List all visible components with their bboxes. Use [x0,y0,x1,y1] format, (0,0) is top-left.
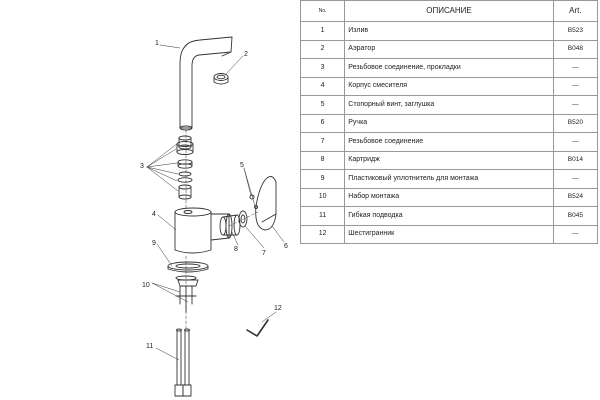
row-art: — [552,58,599,78]
row-description: Пластиковый уплотнитель для монтажа [344,169,554,189]
row-no: 7 [299,132,346,152]
table-row: 4 Корпус смесителя — [299,76,599,96]
table-row: 6 Ручка B520 [299,113,599,133]
plastic-seal-part [167,261,209,273]
row-art: — [552,76,599,96]
exploded-view-diagram: 1 2 3 4 5 6 7 8 9 10 11 12 [140,36,288,397]
callout-4: 4 [152,211,156,218]
row-no: 2 [299,39,346,59]
row-description: Излив [344,21,554,41]
handle-part [255,176,277,231]
row-description: Гибкая подводка [344,206,554,226]
row-description: Корпус смесителя [344,76,554,96]
callout-6: 6 [284,243,288,250]
table-row: 1 Излив B523 [299,21,599,41]
row-no: 1 [299,21,346,41]
header-no: No. [299,0,346,22]
row-art: B520 [552,113,599,133]
table-row: 11 Гибкая подводка B045 [299,206,599,226]
row-art: B045 [552,206,599,226]
mounting-kit-part [175,275,199,313]
leader-lines [146,44,285,361]
row-no: 4 [299,76,346,96]
row-art: B523 [552,21,599,41]
hex-key-part [246,319,269,337]
row-description: Аэратор [344,39,554,59]
table-row: 7 Резьбовое соединение — [299,132,599,152]
callout-3: 3 [140,163,144,170]
callout-1: 1 [155,40,159,47]
callout-7: 7 [262,250,266,257]
flexible-hoses-part [174,328,192,397]
row-no: 3 [299,58,346,78]
table-row: 5 Стопорный винт, заглушка — [299,95,599,115]
aerator-part [213,73,229,85]
row-no: 9 [299,169,346,189]
row-art: B524 [552,187,599,207]
row-art: B048 [552,39,599,59]
table-row: 9 Пластиковый уплотнитель для монтажа — [299,169,599,189]
callout-labels: 1 2 3 4 5 6 7 8 9 10 11 12 [140,40,288,350]
gasket-set-part [176,135,194,200]
table-row: 10 Набор монтажа B524 [299,187,599,207]
callout-11: 11 [146,343,153,350]
callout-5: 5 [240,162,244,169]
table-row: 3 Резьбовое соединение, прокладки — [299,58,599,78]
row-no: 10 [299,187,346,207]
row-no: 6 [299,113,346,133]
row-description: Картридж [344,150,554,170]
row-art: — [552,95,599,115]
header-art: Art. [552,0,599,22]
row-description: Резьбовое соединение [344,132,554,152]
callout-9: 9 [152,240,156,247]
table-header-row: No. ОПИСАНИЕ Art. [299,0,599,22]
table-row: 8 Картридж B014 [299,150,599,170]
handle-axis [228,211,259,227]
callout-10: 10 [142,282,150,289]
row-description: Набор монтажа [344,187,554,207]
row-description: Стопорный винт, заглушка [344,95,554,115]
row-description: Шестигранник [344,224,554,244]
cartridge-part [219,214,241,236]
row-art: B014 [552,150,599,170]
parts-table: No. ОПИСАНИЕ Art. 1 Излив B523 2 Аэратор… [299,0,599,244]
row-description: Ручка [344,113,554,133]
callout-8: 8 [234,246,238,253]
row-no: 11 [299,206,346,226]
header-description: ОПИСАНИЕ [344,0,554,22]
mixer-body-part [174,207,233,254]
row-no: 5 [299,95,346,115]
threaded-ring-part [238,210,248,228]
callout-12: 12 [274,305,282,312]
callout-2: 2 [244,51,248,58]
row-description: Резьбовое соединение, прокладки [344,58,554,78]
table-row: 12 Шестигранник — [299,224,599,244]
row-no: 12 [299,224,346,244]
table-row: 2 Аэратор B048 [299,39,599,59]
row-art: — [552,169,599,189]
row-art: — [552,224,599,244]
row-art: — [552,132,599,152]
row-no: 8 [299,150,346,170]
